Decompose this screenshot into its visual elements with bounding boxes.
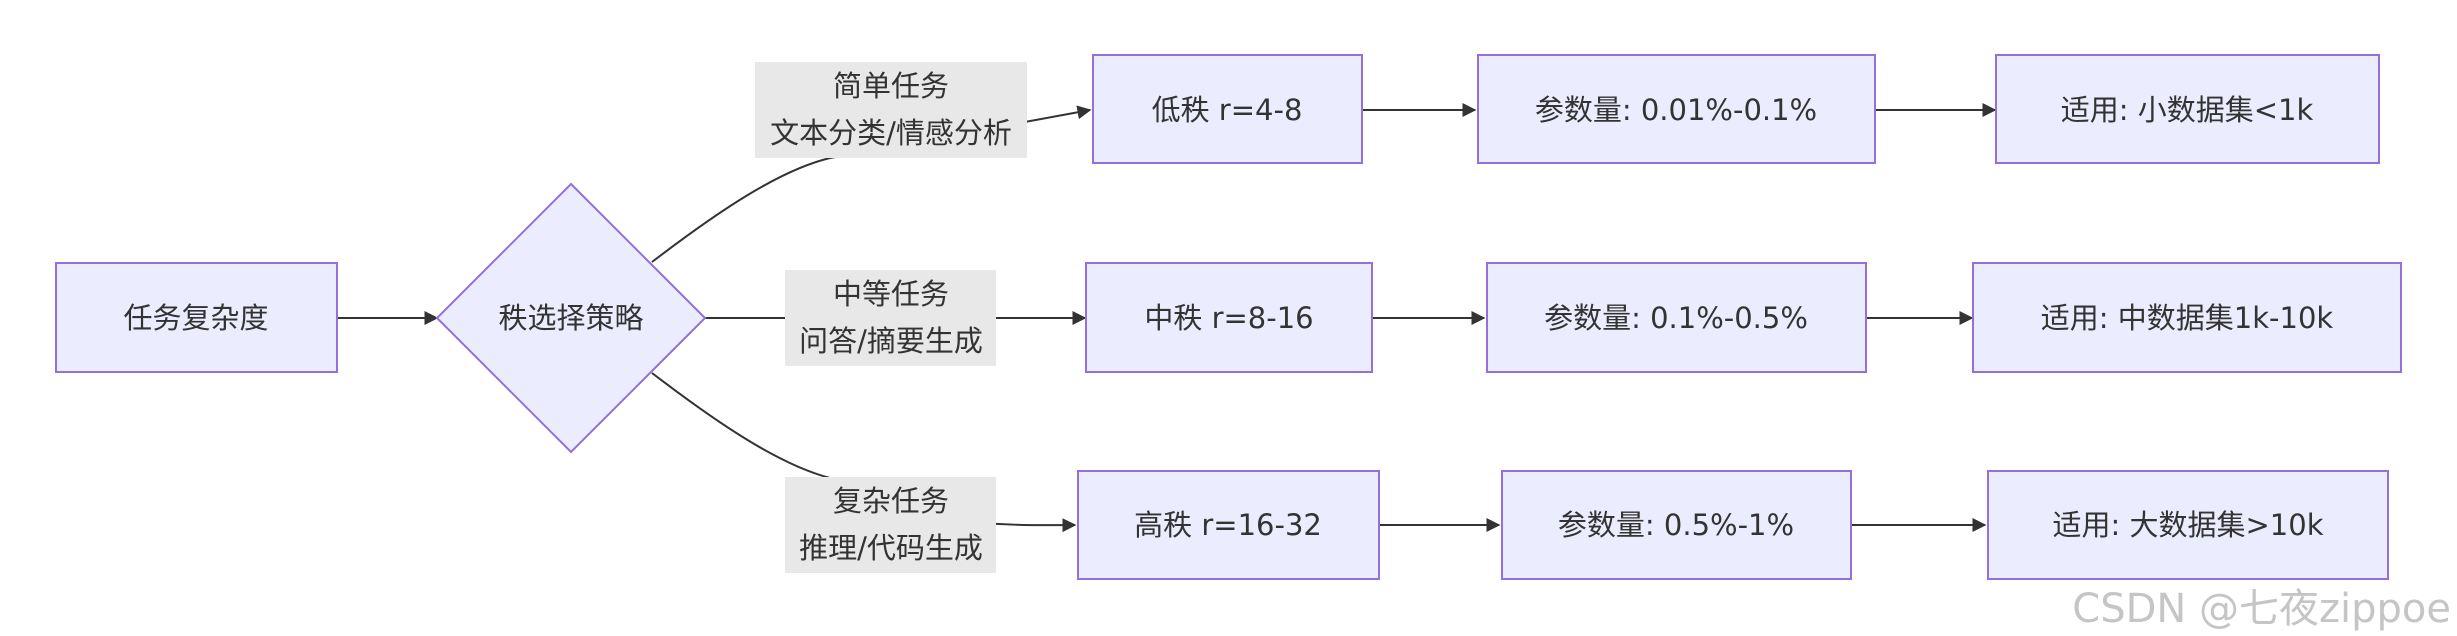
edge-label-medium: 中等任务 问答/摘要生成 (785, 270, 996, 366)
edge-decision-to-low-rank (651, 105, 1092, 263)
edge-label-complex-line1: 复杂任务 (833, 484, 949, 518)
node-high-rank: 高秩 r=16-32 (1077, 470, 1380, 580)
edge-label-complex-line2: 推理/代码生成 (799, 531, 983, 565)
node-task-complexity-label: 任务复杂度 (123, 301, 268, 335)
node-high-rank-label: 高秩 r=16-32 (1134, 508, 1322, 542)
node-mid-rank: 中秩 r=8-16 (1085, 262, 1373, 373)
edge-label-medium-line2: 问答/摘要生成 (799, 324, 983, 358)
edge-label-complex: 复杂任务 推理/代码生成 (785, 477, 996, 573)
node-high-params: 参数量: 0.5%-1% (1501, 470, 1852, 580)
node-high-usage: 适用: 大数据集>10k (1987, 470, 2389, 580)
node-mid-params-label: 参数量: 0.1%-0.5% (1544, 301, 1808, 335)
node-low-params: 参数量: 0.01%-0.1% (1477, 54, 1876, 164)
node-mid-rank-label: 中秩 r=8-16 (1144, 301, 1313, 335)
node-high-params-label: 参数量: 0.5%-1% (1558, 508, 1794, 542)
node-task-complexity: 任务复杂度 (55, 262, 338, 373)
node-low-usage-label: 适用: 小数据集<1k (2061, 93, 2314, 127)
node-high-usage-label: 适用: 大数据集>10k (2053, 508, 2324, 542)
edge-label-simple-line2: 文本分类/情感分析 (770, 116, 1012, 150)
node-low-rank-label: 低秩 r=4-8 (1152, 93, 1303, 127)
node-low-rank: 低秩 r=4-8 (1092, 54, 1363, 164)
node-mid-params: 参数量: 0.1%-0.5% (1486, 262, 1867, 373)
edge-label-medium-line1: 中等任务 (833, 277, 949, 311)
node-low-usage: 适用: 小数据集<1k (1995, 54, 2380, 164)
watermark: CSDN @七夜zippoe (2072, 586, 2451, 632)
node-mid-usage: 适用: 中数据集1k-10k (1972, 262, 2402, 373)
node-mid-usage-label: 适用: 中数据集1k-10k (2041, 301, 2334, 335)
decision-rank-strategy-label: 秩选择策略 (498, 301, 643, 335)
edge-label-simple: 简单任务 文本分类/情感分析 (755, 62, 1027, 158)
decision-rank-strategy: 秩选择策略 (435, 182, 707, 454)
node-low-params-label: 参数量: 0.01%-0.1% (1535, 93, 1817, 127)
edge-label-simple-line1: 简单任务 (833, 69, 949, 103)
